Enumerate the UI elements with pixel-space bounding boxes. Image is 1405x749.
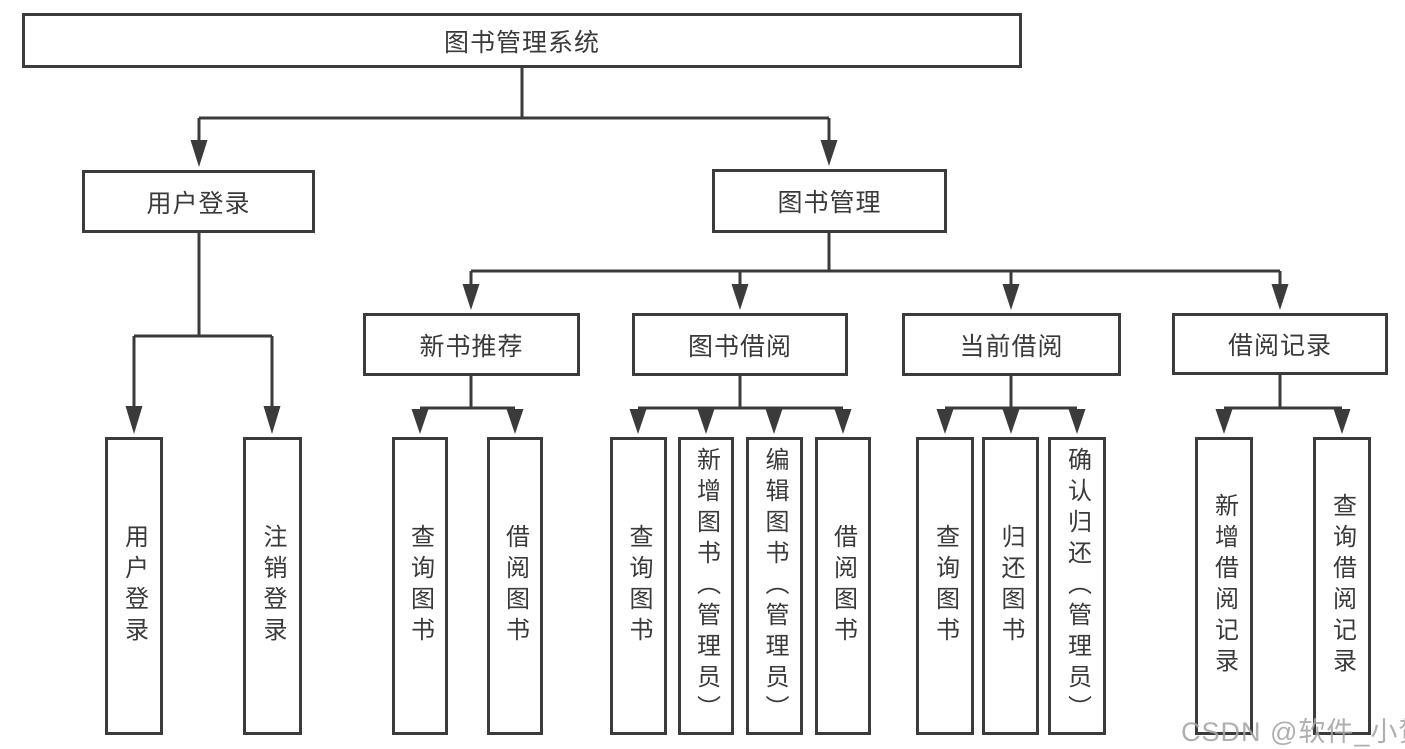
leaf-borrowing-edit-books-admin: 编辑图书（管理员） bbox=[746, 437, 803, 735]
node-library-management-system: 图书管理系统 bbox=[22, 13, 1022, 68]
leaf-logout-login: 注销登录 bbox=[243, 437, 302, 735]
node-new-book-recommendation: 新书推荐 bbox=[363, 313, 580, 376]
leaf-current-confirm-return-admin: 确认归还（管理员） bbox=[1048, 437, 1106, 735]
node-current-borrowing: 当前借阅 bbox=[902, 313, 1121, 376]
leaf-current-query-books: 查询图书 bbox=[916, 437, 974, 735]
leaf-borrowing-query-books: 查询图书 bbox=[610, 437, 667, 735]
leaf-records-add-borrow-record: 新增借阅记录 bbox=[1195, 437, 1253, 735]
arrowheads bbox=[125, 140, 1351, 434]
leaf-recommend-borrow-books: 借阅图书 bbox=[487, 437, 543, 735]
node-user-login: 用户登录 bbox=[82, 170, 315, 233]
leaf-records-query-borrow-record: 查询借阅记录 bbox=[1313, 437, 1371, 735]
node-book-borrowing: 图书借阅 bbox=[632, 313, 848, 376]
node-borrowing-records: 借阅记录 bbox=[1172, 313, 1388, 375]
leaf-current-return-books: 归还图书 bbox=[982, 437, 1039, 735]
leaf-borrowing-borrow-books: 借阅图书 bbox=[815, 437, 871, 735]
csdn-watermark: CSDN @软件_小贺同学 bbox=[1181, 717, 1405, 747]
node-book-management: 图书管理 bbox=[712, 169, 947, 233]
leaf-user-login: 用户登录 bbox=[105, 437, 163, 735]
leaf-recommend-query-books: 查询图书 bbox=[392, 437, 448, 735]
leaf-borrowing-add-books-admin: 新增图书（管理员） bbox=[678, 437, 734, 735]
